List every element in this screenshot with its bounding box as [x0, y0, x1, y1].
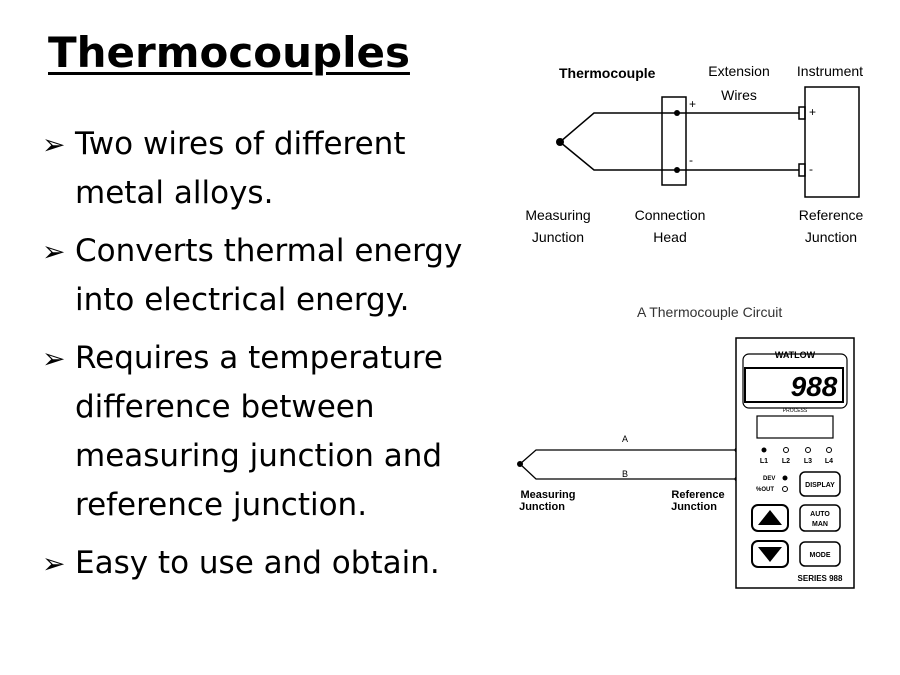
display-button-frame[interactable] — [799, 471, 841, 497]
thermocouple-wire-b — [519, 463, 737, 480]
wire-b-label: B — [622, 469, 628, 479]
led-indicator — [826, 447, 832, 453]
connection-head-label-line1: Connection — [635, 207, 706, 223]
dev-led — [782, 475, 788, 481]
plus-sign: + — [809, 105, 816, 119]
led-label: L2 — [782, 458, 790, 465]
thermocouple-wire-top — [559, 112, 677, 143]
auto-button-label: AUTO — [810, 511, 830, 518]
bullet-item: ➢ Easy to use and obtain. — [42, 539, 482, 588]
up-arrow-icon — [758, 510, 782, 525]
led-label: L4 — [825, 458, 833, 465]
down-button[interactable] — [751, 540, 789, 568]
auto-man-button-frame[interactable] — [799, 504, 841, 532]
arrow-bullet-icon: ➢ — [42, 128, 66, 161]
display-button[interactable]: DISPLAY — [799, 471, 841, 497]
bullet-text: Two wires of different metal alloys. — [75, 126, 406, 211]
series-label: SERIES 988 — [798, 574, 843, 583]
reference-junction-label-line1: Reference — [799, 207, 864, 223]
led-label: L3 — [804, 458, 812, 465]
led-indicator — [805, 447, 811, 453]
led-indicator — [783, 447, 789, 453]
instrument-box — [804, 86, 860, 198]
instrument-terminal-minus — [798, 163, 806, 177]
thermocouple-wire-bottom — [559, 141, 677, 171]
wire-a-label: A — [622, 434, 628, 444]
arrow-bullet-icon: ➢ — [42, 235, 66, 268]
arrow-bullet-icon: ➢ — [42, 342, 66, 375]
connection-dot — [674, 110, 680, 116]
bullet-item: ➢ Converts thermal energy into electrical… — [42, 227, 482, 325]
arrow-bullet-icon: ➢ — [42, 547, 66, 580]
connection-dot — [674, 167, 680, 173]
extension-label-line1: Extension — [708, 63, 769, 79]
connection-head-label-line2: Head — [653, 229, 686, 245]
measuring-junction-label-line1: Measuring — [525, 207, 590, 223]
bullet-item: ➢ Two wires of different metal alloys. — [42, 120, 482, 218]
dev-label: DEV — [763, 476, 775, 482]
display-value: 988 — [791, 371, 838, 402]
man-button-label: MAN — [812, 521, 828, 528]
mode-button[interactable]: MODE — [799, 541, 841, 567]
extension-label-line2: Wires — [721, 87, 757, 103]
measuring-junction-label-line1: Measuring — [520, 489, 575, 501]
measuring-junction-dot — [556, 138, 564, 146]
measuring-junction-dot — [517, 461, 523, 467]
mode-button-frame[interactable] — [799, 541, 841, 567]
slide-title: Thermocouples — [48, 28, 410, 77]
controller-circuit-diagram: A B + - Measuring Junction Reference Jun… — [517, 337, 855, 589]
reference-junction-label-line2: Junction — [805, 229, 857, 245]
thermocouple-wire-a — [519, 449, 737, 465]
display-bezel — [742, 353, 848, 409]
bullet-text: Converts thermal energy into electrical … — [75, 233, 463, 318]
out-label: %OUT — [756, 487, 774, 493]
auto-man-button[interactable]: AUTO MAN — [799, 504, 841, 532]
measuring-junction-label-line2: Junction — [532, 229, 584, 245]
connection-head-box — [661, 96, 687, 186]
instrument-label: Instrument — [797, 63, 863, 79]
diagram-caption: A Thermocouple Circuit — [637, 304, 783, 320]
down-arrow-icon — [758, 547, 782, 562]
measuring-junction-label-line2: Junction — [519, 501, 565, 513]
minus-sign: - — [809, 162, 813, 176]
process-label: PROCESS — [783, 408, 808, 414]
thermocouple-label: Thermocouple — [559, 65, 656, 81]
secondary-display — [756, 415, 834, 439]
bullet-text: Easy to use and obtain. — [75, 545, 440, 581]
brand-logo: WATLOW — [775, 350, 816, 360]
watlow-controller: WATLOW 988 PROCESS L1 L2 L3 L4 DEV %OUT … — [735, 337, 855, 589]
reference-junction-label-line2: Junction — [671, 501, 717, 513]
display-button-label: DISPLAY — [805, 482, 835, 489]
reference-junction-label-line1: Reference — [671, 489, 724, 501]
bullet-text: Requires a temperature difference betwee… — [75, 340, 444, 523]
thermocouple-circuit-diagram: Thermocouple Extension Wires Instrument … — [525, 63, 864, 245]
up-button[interactable] — [751, 504, 789, 532]
bullet-item: ➢ Requires a temperature difference betwe… — [42, 334, 482, 530]
mode-button-label: MODE — [810, 552, 831, 559]
bullet-list: ➢ Two wires of different metal alloys. ➢ C… — [42, 120, 482, 597]
led-indicator — [761, 447, 767, 453]
minus-sign: - — [689, 153, 693, 167]
lcd-display — [744, 367, 844, 403]
instrument-terminal-plus — [798, 106, 806, 120]
plus-sign: + — [689, 97, 696, 111]
out-led — [782, 486, 788, 492]
led-label: L1 — [760, 458, 768, 465]
